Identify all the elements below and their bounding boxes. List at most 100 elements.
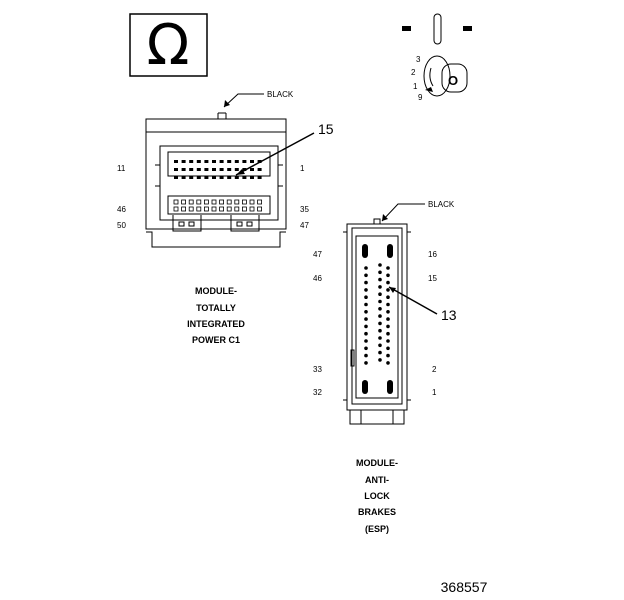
c1-cavity — [219, 160, 224, 163]
abs-cavity — [378, 314, 382, 318]
abs-cavity — [386, 361, 390, 365]
c1-cavity — [189, 168, 194, 171]
abs-cavity — [378, 307, 382, 311]
off-marker-left — [402, 26, 411, 31]
c1-cavity — [212, 160, 216, 163]
abs-cavity — [378, 299, 382, 304]
ignition-switch: O 3 2 1 9 — [402, 13, 472, 102]
figure-number: 368557 — [441, 579, 488, 595]
c1-pin-47: 47 — [300, 221, 309, 230]
c1-cavity — [227, 176, 232, 179]
abs-cavity — [386, 288, 390, 292]
abs-pin-15: 15 — [428, 274, 437, 283]
c1-cavity — [257, 199, 263, 205]
abs-cavity — [364, 317, 368, 321]
abs-cavity — [364, 280, 368, 285]
c1-pin-50: 50 — [117, 221, 126, 230]
abs-power-pin — [362, 244, 368, 258]
c1-cavity — [211, 206, 217, 212]
c1-cavity — [257, 168, 262, 171]
c1-cavity — [196, 206, 202, 212]
abs-outer-shroud — [346, 223, 408, 411]
c1-cavity — [196, 199, 202, 205]
abs-cavity — [378, 336, 382, 340]
abs-cavity — [386, 331, 390, 336]
abs-cavity — [364, 361, 368, 365]
abs-cavity — [386, 317, 390, 321]
c1-cavity — [242, 176, 247, 179]
c1-cavity — [188, 206, 194, 212]
c1-cavity — [227, 168, 232, 171]
abs-cavity — [386, 310, 390, 314]
abs-color-label: BLACK — [428, 200, 455, 209]
c1-cavity — [196, 176, 201, 179]
c1-color-label: BLACK — [267, 90, 294, 99]
switch-position-2: 2 — [411, 68, 416, 77]
abs-title-line-5: (ESP) — [365, 524, 389, 534]
c1-cavity — [174, 160, 178, 163]
abs-cavity — [378, 343, 382, 348]
key-label: O — [448, 73, 458, 88]
abs-cavity — [364, 324, 368, 329]
c1-cavity — [227, 160, 232, 163]
abs-pin-46: 46 — [313, 274, 322, 283]
abs-cavity — [378, 263, 382, 267]
key-pointer-icon — [425, 87, 433, 92]
abs-ground-pin — [362, 380, 368, 394]
abs-title-line-2: ANTI- — [365, 475, 389, 485]
c1-cavity — [219, 199, 225, 205]
abs-title-line-1: MODULE- — [356, 458, 398, 468]
c1-cavity — [226, 199, 232, 205]
abs-cavity — [386, 273, 390, 278]
c1-cavity — [173, 206, 179, 212]
abs-cavity — [364, 346, 368, 351]
c1-cavity — [204, 168, 209, 171]
c1-cavity — [181, 168, 186, 171]
c1-cavity — [219, 206, 225, 212]
abs-callout-leader — [388, 286, 438, 315]
c1-cavity — [219, 168, 224, 171]
abs-cavity — [386, 280, 390, 285]
abs-cavity — [378, 328, 382, 333]
c1-cavity — [257, 176, 262, 179]
c1-cavity — [212, 168, 216, 171]
abs-cavity — [364, 310, 368, 314]
c1-pin-11: 11 — [117, 164, 126, 173]
c1-cavity — [173, 199, 179, 205]
c1-cavity — [174, 176, 178, 179]
c1-cavity — [203, 206, 209, 212]
abs-cavity — [364, 273, 368, 278]
abs-cavity — [378, 350, 382, 355]
abs-cavity — [364, 339, 368, 343]
c1-cavity — [250, 160, 254, 163]
c1-pin-46: 46 — [117, 205, 126, 214]
abs-cavity — [386, 295, 390, 300]
c1-cavity — [174, 168, 178, 171]
c1-cavity — [241, 206, 247, 212]
c1-cavity — [196, 168, 201, 171]
c1-housing — [159, 145, 279, 221]
c1-cavity — [219, 176, 224, 179]
abs-cavity — [364, 331, 368, 336]
abs-cavity — [378, 358, 382, 362]
abs-cavity — [378, 270, 382, 275]
c1-cavity — [204, 176, 209, 179]
abs-cavity — [364, 288, 368, 292]
c1-cavity — [181, 199, 187, 205]
abs-cavity — [386, 346, 390, 351]
abs-cavity — [364, 266, 368, 270]
c1-cavity — [250, 176, 254, 179]
abs-pin-33: 33 — [313, 365, 322, 374]
abs-cavity — [364, 302, 368, 307]
c1-cavity — [181, 160, 186, 163]
c1-cavity — [249, 206, 255, 212]
ignition-key-icon — [441, 63, 468, 93]
c1-cavity — [234, 176, 239, 179]
c1-cavity — [204, 160, 209, 163]
ohmmeter-symbol: Ω — [129, 13, 208, 78]
c1-cavity — [181, 206, 187, 212]
abs-pin-2: 2 — [432, 365, 437, 374]
c1-callout-number: 15 — [318, 121, 334, 137]
abs-title-line-4: BRAKES — [358, 507, 396, 517]
switch-position-3: 3 — [416, 55, 421, 64]
